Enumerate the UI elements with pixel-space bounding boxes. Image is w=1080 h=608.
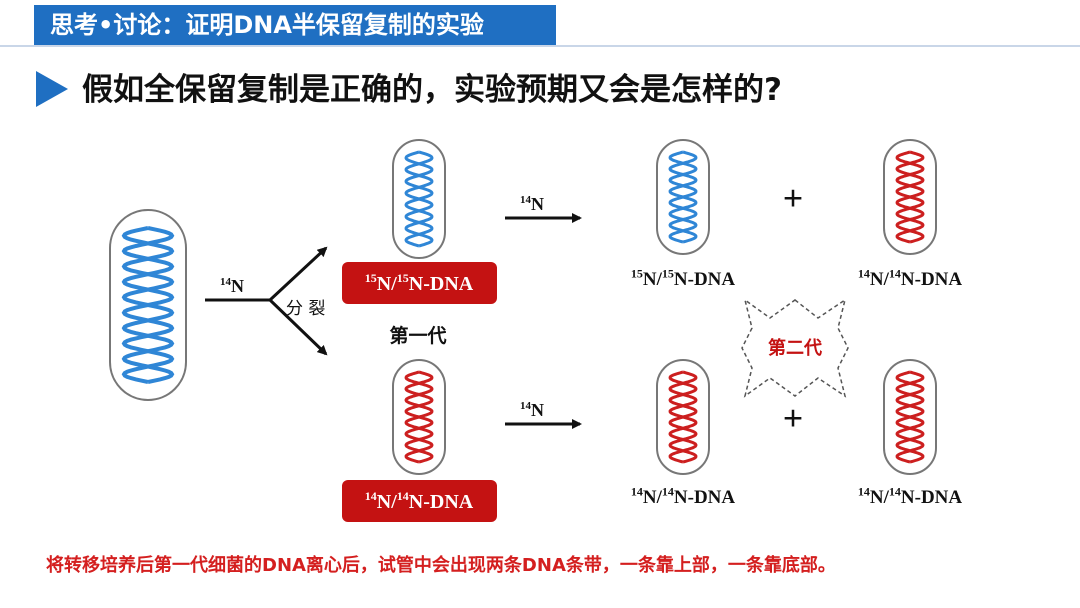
gen2-top-right-cell [883,139,937,255]
gen2-callout [741,298,849,398]
footnote-text: 将转移培养后第一代细菌的DNA离心后，试管中会出现两条DNA条带，一条靠上部，一… [46,555,836,576]
dna-strand [404,370,434,464]
gen1-bottom-cell [392,359,446,475]
gen1-top-cell [392,139,446,259]
gen2-bottom-right-cell [883,359,937,475]
dna-strand [668,150,698,244]
gen2-bottom-right-dna-helix [895,370,925,464]
gen1-top-dna-helix [404,150,434,248]
question-heading: 假如全保留复制是正确的，实验预期又会是怎样的? [82,72,782,108]
header-underline [0,45,1080,47]
split-label: 分 裂 [286,299,325,319]
dna-strand [895,370,925,464]
gen2-top-right-label: 14N/14N-DNA [858,266,962,290]
plus-bottom: + [783,398,804,438]
parent-cell [109,209,187,401]
medium-top-label: 14N [520,194,544,214]
gen2-bottom-left-cell [656,359,710,475]
gen2-top-left-cell [656,139,710,255]
gen2-top-left-label: 15N/15N-DNA [631,266,735,290]
gen2-bottom-left-label: 14N/14N-DNA [631,484,735,508]
gen1-label: 第一代 [389,324,446,347]
page-title: 思考•讨论：证明DNA半保留复制的实验 [34,5,556,45]
gen1-bottom-label-box [342,480,497,522]
dna-strand [404,150,434,248]
gen1-top-label: 15N/15N-DNA [365,271,474,295]
gen1-bottom-dna-helix [404,370,434,464]
dna-strand [121,226,175,384]
dna-strand [668,370,698,464]
gen1-top-label-box [342,262,497,304]
dna-strand [895,150,925,244]
medium-bottom-label: 14N [520,400,544,420]
gen2-label: 第二代 [768,337,822,359]
gen2-top-left-dna-helix [668,150,698,244]
split-arrow-up [268,246,328,302]
parent-medium-label: 14N [220,276,244,296]
gen2-top-right-dna-helix [895,150,925,244]
gen2-bottom-right-label: 14N/14N-DNA [858,484,962,508]
parent-dna-helix [121,226,175,384]
gen1-bottom-label: 14N/14N-DNA [365,489,474,513]
split-arrow-down [268,298,328,356]
plus-top: + [783,178,804,218]
gen2-bottom-left-dna-helix [668,370,698,464]
bullet-arrow-icon [36,71,68,107]
